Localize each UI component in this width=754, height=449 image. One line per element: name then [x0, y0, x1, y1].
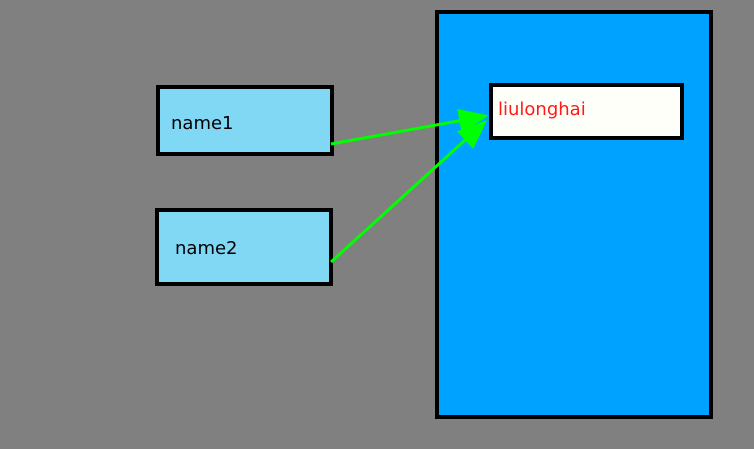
reference-label-name1: name1 — [171, 113, 234, 134]
heap-region — [435, 10, 713, 419]
reference-box-name2: name2 — [155, 208, 333, 286]
reference-box-name1: name1 — [156, 85, 334, 156]
reference-label-name2: name2 — [175, 238, 238, 259]
string-object-value: liulonghai — [498, 99, 586, 120]
string-object-box: liulonghai — [489, 83, 684, 140]
